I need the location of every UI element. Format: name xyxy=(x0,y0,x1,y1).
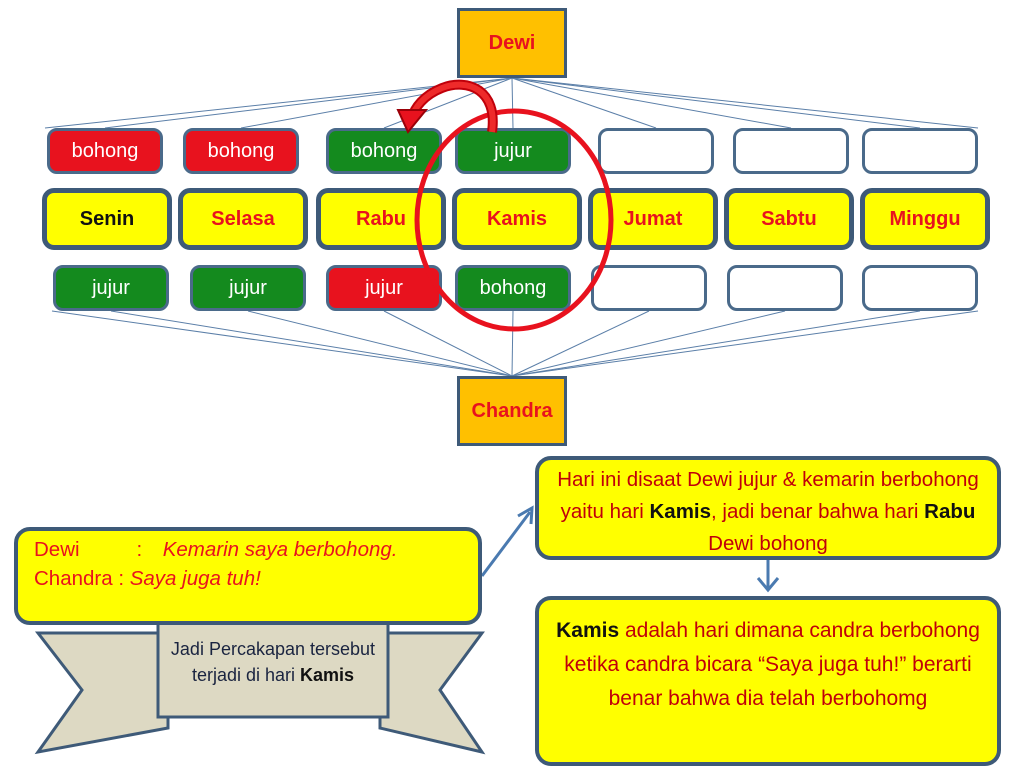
day-box-6: Minggu xyxy=(860,188,990,250)
chandra-connector-line xyxy=(247,310,513,377)
chandra-connector-line xyxy=(511,310,979,377)
bottom-tag-3: bohong xyxy=(455,265,571,311)
day-box-4: Jumat xyxy=(588,188,718,250)
box1-bold2: Rabu xyxy=(924,500,976,523)
bottom-tag-label: jujur xyxy=(365,276,403,299)
day-label: Kamis xyxy=(486,207,548,230)
conversation-line-dewi: Dewi : Kemarin saya berbohong. xyxy=(34,535,462,564)
chandra-connector-line xyxy=(511,310,786,377)
day-box-5: Sabtu xyxy=(724,188,854,250)
dewi-connector-line xyxy=(44,77,513,129)
box1-part3: Dewi bohong xyxy=(708,532,828,555)
top-tag-3: jujur xyxy=(455,128,571,174)
banner-text-main: Jadi Percakapan tersebut terjadi di hari xyxy=(170,639,376,685)
bottom-tag-4: bohong xyxy=(591,265,707,311)
person-dewi: Dewi xyxy=(457,8,567,78)
bottom-tag-label: bohong xyxy=(479,276,547,299)
day-label: Sabtu xyxy=(761,207,817,230)
conversation-box: Dewi : Kemarin saya berbohong. Chandra :… xyxy=(14,527,482,625)
dewi-connector-line xyxy=(511,77,514,129)
top-tag-label: bohong xyxy=(71,139,139,162)
top-tag-2: bohong xyxy=(326,128,442,174)
chandra-connector-line xyxy=(511,310,650,377)
dewi-connector-line xyxy=(104,77,513,129)
top-tag-label: jujur xyxy=(772,139,810,162)
chandra-statement: Saya juga tuh! xyxy=(129,567,261,590)
dewi-connector-line xyxy=(511,77,792,129)
day-box-2: Rabu xyxy=(316,188,446,250)
top-tag-0: bohong xyxy=(47,128,163,174)
day-label: Selasa xyxy=(211,207,275,230)
day-label: Minggu xyxy=(889,207,961,230)
top-tag-label: jujur xyxy=(901,139,939,162)
conversation-line-chandra: Chandra : Saya juga tuh! xyxy=(34,564,462,593)
dewi-connector-line xyxy=(511,77,657,129)
box2-bold1: Kamis xyxy=(556,619,620,642)
bottom-tag-2: jujur xyxy=(326,265,442,311)
speaker-chandra: Chandra : xyxy=(34,567,125,590)
speaker-dewi: Dewi : xyxy=(34,538,143,561)
day-box-0: Senin xyxy=(42,188,172,250)
box1-part2: , jadi benar bahwa hari xyxy=(711,500,925,523)
bottom-tag-5: bohong xyxy=(727,265,843,311)
explanation-box-2: Kamis adalah hari dimana candra berbohon… xyxy=(535,596,1001,766)
dewi-connector-line xyxy=(511,77,921,129)
box2-part1: adalah hari dimana candra berbohong keti… xyxy=(564,619,980,710)
bottom-tag-0: jujur xyxy=(53,265,169,311)
top-tag-6: jujur xyxy=(862,128,978,174)
dewi-connector-line xyxy=(511,77,979,129)
top-tag-5: jujur xyxy=(733,128,849,174)
box1-bold1: Kamis xyxy=(649,500,712,523)
bottom-tag-label: jujur xyxy=(901,276,939,299)
bottom-tag-1: jujur xyxy=(190,265,306,311)
person-dewi-label: Dewi xyxy=(488,31,536,54)
day-label: Jumat xyxy=(623,207,683,230)
banner-text: Jadi Percakapan tersebut terjadi di hari… xyxy=(158,607,388,717)
chandra-connector-line xyxy=(511,310,921,377)
person-chandra: Chandra xyxy=(457,376,567,446)
bottom-tag-label: jujur xyxy=(92,276,130,299)
day-box-1: Selasa xyxy=(178,188,308,250)
chandra-connector-line xyxy=(511,310,514,377)
chandra-connector-line xyxy=(383,310,513,377)
day-box-3: Kamis xyxy=(452,188,582,250)
chandra-connector-line xyxy=(51,310,513,377)
bottom-tag-6: jujur xyxy=(862,265,978,311)
box1-part1: Hari ini disaat Dewi jujur & kemarin ber… xyxy=(557,468,979,523)
day-label: Senin xyxy=(79,207,135,230)
top-tag-label: jujur xyxy=(494,139,532,162)
top-tag-4: jujur xyxy=(598,128,714,174)
day-label: Rabu xyxy=(356,207,406,230)
chandra-connector-line xyxy=(110,310,513,377)
explanation-box-1: Hari ini disaat Dewi jujur & kemarin ber… xyxy=(535,456,1001,560)
bottom-tag-label: jujur xyxy=(229,276,267,299)
bottom-tag-label: bohong xyxy=(615,276,683,299)
top-tag-label: bohong xyxy=(350,139,418,162)
top-tag-1: bohong xyxy=(183,128,299,174)
bottom-tag-label: bohong xyxy=(751,276,819,299)
dewi-statement: Kemarin saya berbohong. xyxy=(162,538,398,561)
top-tag-label: bohong xyxy=(207,139,275,162)
top-tag-label: jujur xyxy=(637,139,675,162)
arrow-down xyxy=(756,560,780,593)
arrow-to-explanation xyxy=(480,505,534,577)
ribbon-banner xyxy=(34,605,486,755)
banner-text-bold: Kamis xyxy=(300,665,355,685)
person-chandra-label: Chandra xyxy=(471,399,553,422)
